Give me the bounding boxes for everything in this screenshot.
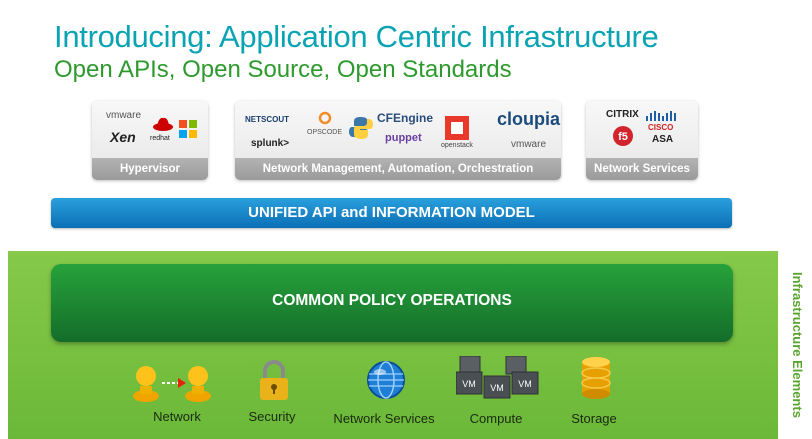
cloupia-logo: cloupia [497, 109, 561, 129]
vm-servers-icon: VM VM VM [456, 356, 539, 399]
redhat-logo: redhat [150, 135, 170, 142]
opscode-logo: OPSCODE [307, 129, 343, 136]
common-policy-bar: COMMON POLICY OPERATIONS [51, 264, 733, 342]
padlock-icon [260, 360, 288, 400]
svg-text:VM: VM [490, 383, 504, 393]
hypervisor-group: vmware Xen redhat Hypervisor [92, 101, 208, 180]
network-services-label: Network Services [586, 158, 698, 180]
network-management-group: NETSCOUT splunk> OPSCODE CFEngine puppet… [235, 101, 561, 180]
openstack-logo: openstack [441, 142, 473, 149]
unified-api-bar: UNIFIED API and INFORMATION MODEL [51, 198, 732, 228]
splunk-logo: splunk> [251, 138, 290, 149]
page-title: Introducing: Application Centric Infrast… [54, 19, 659, 54]
cisco-logo: CISCO [648, 123, 674, 132]
f5-icon: f5 [613, 126, 633, 146]
python-icon [349, 117, 373, 139]
globe-icon [367, 361, 405, 399]
svg-text:VM: VM [518, 379, 532, 389]
openstack-icon [445, 116, 469, 140]
element-label-network: Network [153, 409, 201, 424]
vmware-logo: vmware [511, 139, 547, 150]
network-services-group: CITRIX f5 CISCO ASA Network Services [586, 101, 698, 180]
infrastructure-side-label: Infrastructure Elements [790, 272, 805, 418]
citrix-logo: CITRIX [606, 109, 639, 120]
redhat-icon [153, 117, 173, 131]
element-label-security: Security [248, 409, 296, 424]
network-management-label: Network Management, Automation, Orchestr… [235, 158, 561, 180]
vmware-logo: vmware [106, 110, 142, 121]
element-label-compute: Compute [469, 411, 523, 426]
database-icon [581, 357, 611, 399]
opscode-icon [318, 111, 332, 125]
netscout-logo: NETSCOUT [245, 115, 289, 124]
cisco-bars-icon [646, 111, 676, 121]
xen-logo: Xen [110, 129, 136, 145]
cfengine-logo: CFEngine [377, 111, 433, 125]
page-subtitle: Open APIs, Open Source, Open Standards [54, 56, 512, 83]
svg-text:VM: VM [462, 379, 476, 389]
element-label-network-services: Network Services [333, 411, 435, 426]
hypervisor-label: Hypervisor [92, 158, 208, 180]
svg-text:f5: f5 [618, 131, 628, 143]
asa-logo: ASA [652, 134, 674, 145]
puppet-logo: puppet [385, 132, 422, 144]
windows-icon [179, 120, 197, 138]
network-users-icon [133, 366, 211, 402]
element-label-storage: Storage [571, 411, 617, 426]
